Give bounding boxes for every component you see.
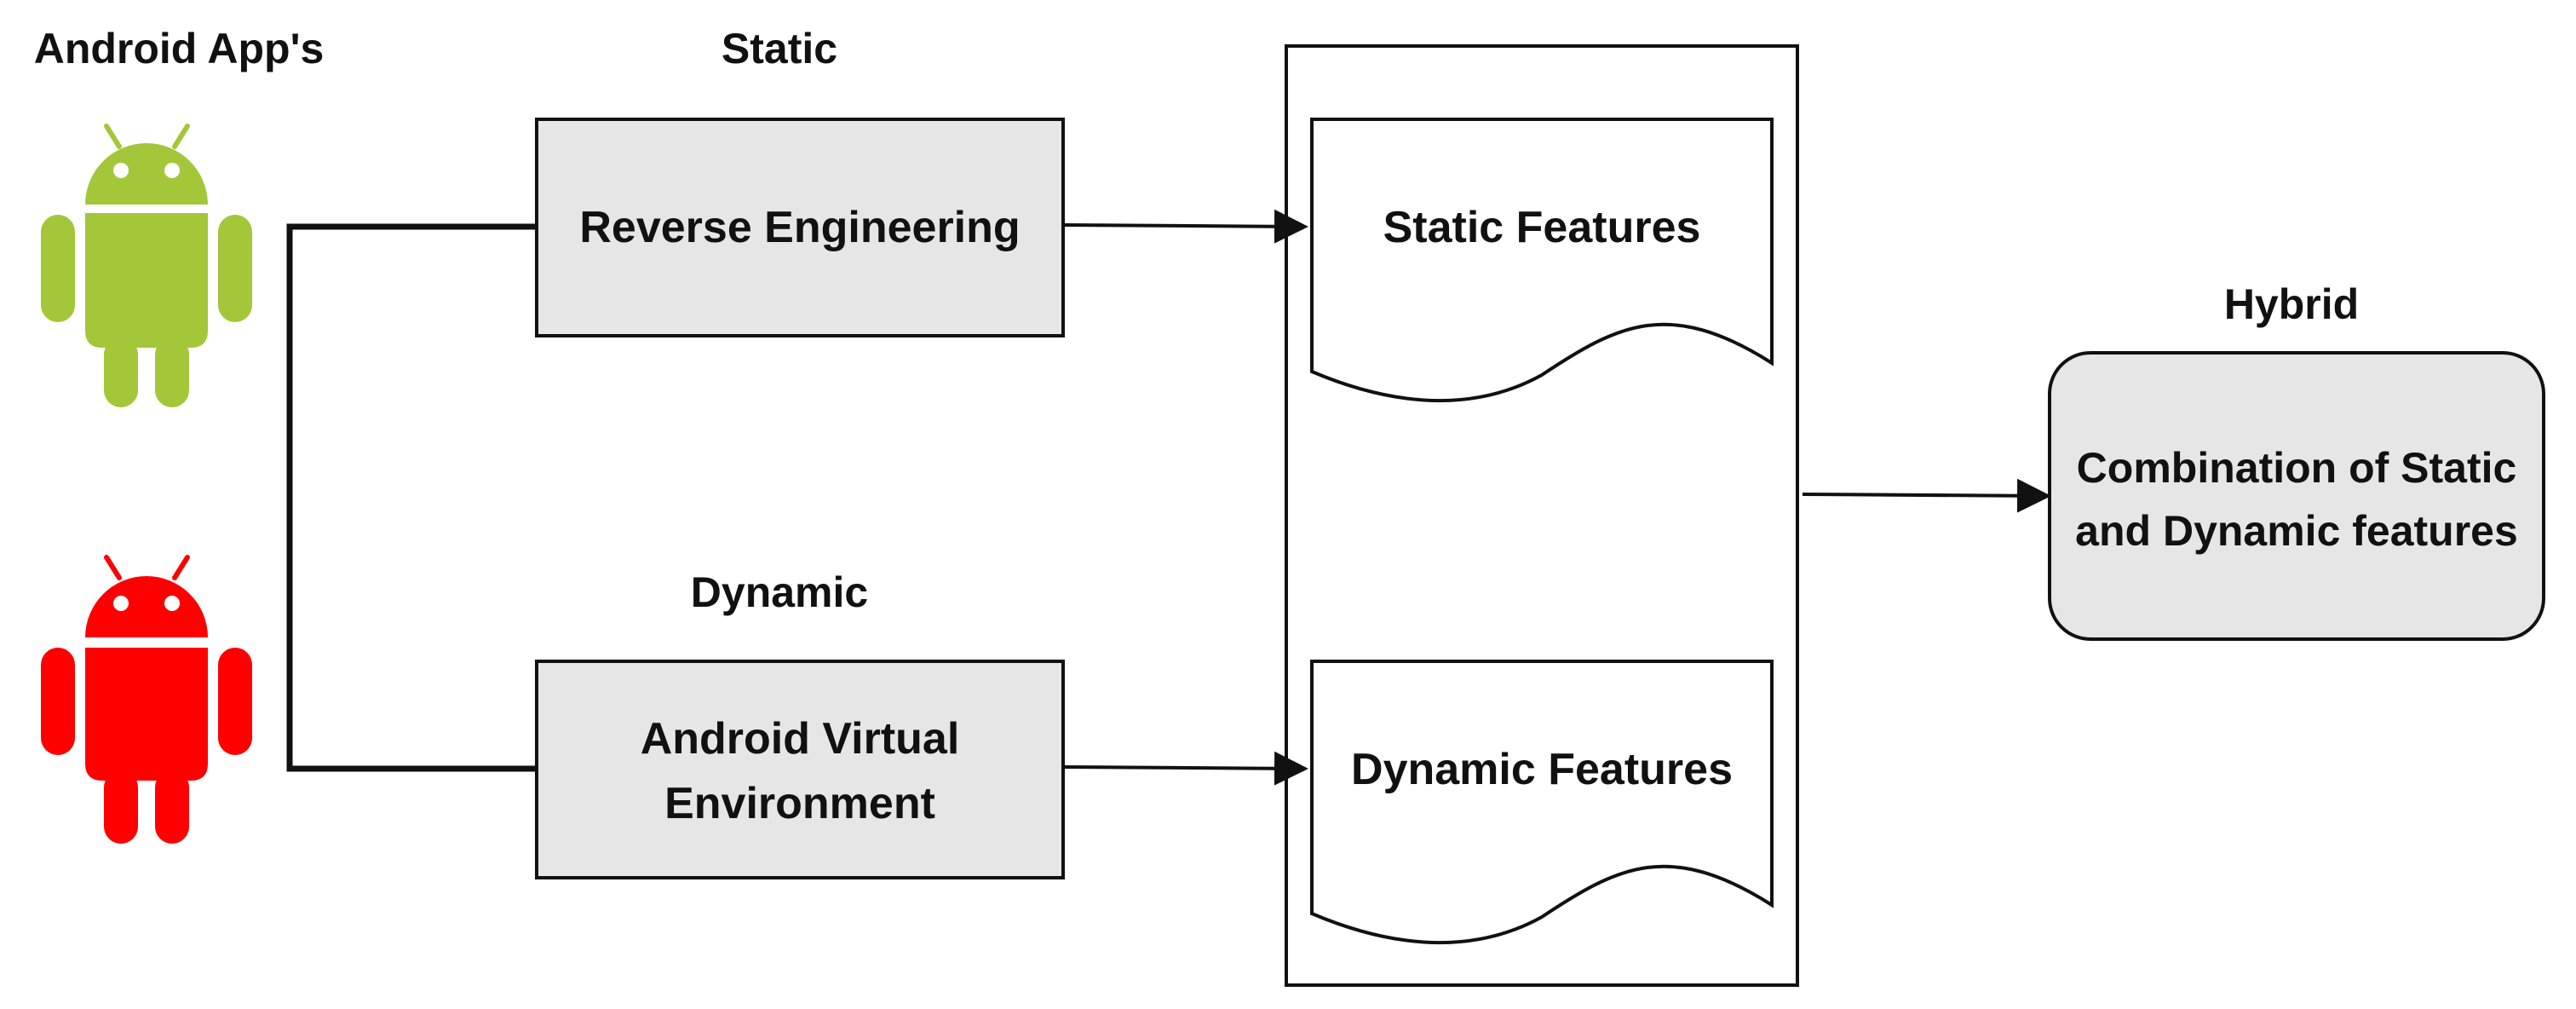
android-virtual-environment-box <box>535 660 1065 879</box>
hybrid-text-line2: and Dynamic features <box>2075 507 2518 555</box>
arrow-dynamic <box>1062 751 1308 786</box>
hybrid-label: Hybrid <box>2224 280 2359 328</box>
android-virtual-text-line2: Environment <box>664 779 935 828</box>
dynamic-label: Dynamic <box>691 568 868 616</box>
dynamic-features-text: Dynamic Features <box>1351 745 1733 794</box>
static-features-document <box>1310 118 1774 403</box>
android-apps-label: Android App's <box>34 25 325 72</box>
dynamic-features-document <box>1310 660 1774 945</box>
android-red-icon <box>41 555 252 844</box>
static-features-text: Static Features <box>1383 203 1701 252</box>
arrow-static <box>1062 209 1308 244</box>
reverse-engineering-text: Reverse Engineering <box>579 203 1020 252</box>
app-input-bracket <box>286 223 537 772</box>
android-green-icon <box>41 124 252 407</box>
hybrid-text-line1: Combination of Static <box>2077 444 2517 492</box>
reverse-engineering-box <box>535 118 1065 337</box>
static-label: Static <box>722 25 837 72</box>
arrow-hybrid <box>1802 478 2051 513</box>
hybrid-box <box>2048 351 2545 641</box>
android-virtual-text-line1: Android Virtual <box>641 714 960 764</box>
